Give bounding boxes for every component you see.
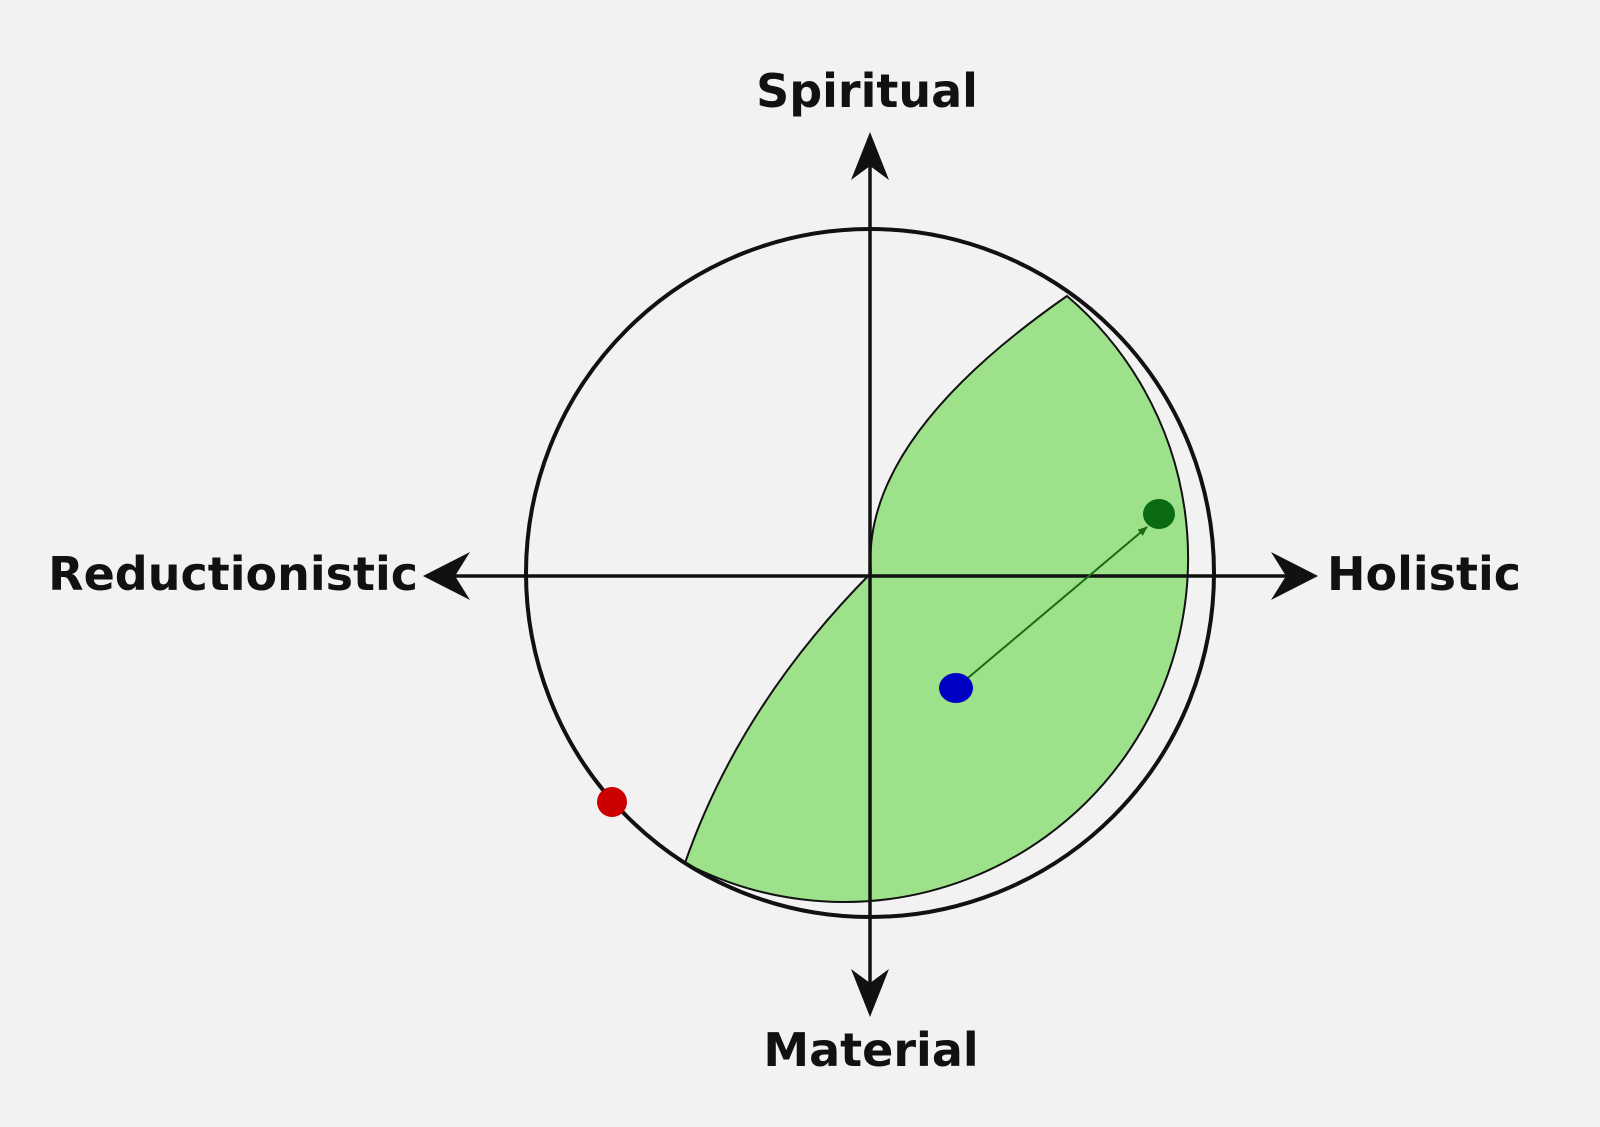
right-arrowhead (1271, 552, 1318, 600)
green-region (683, 294, 1190, 903)
axis-label-reductionistic: Reductionistic (48, 547, 418, 601)
red-dot (597, 787, 627, 817)
axis-label-material: Material (763, 1023, 978, 1077)
axis-label-holistic: Holistic (1327, 547, 1521, 601)
axis-label-spiritual: Spiritual (756, 64, 978, 118)
left-arrowhead (423, 552, 470, 600)
movement-arrow (955, 526, 1148, 689)
blue-dot (939, 673, 973, 703)
green-dot (1143, 499, 1175, 529)
bottom-arrowhead (851, 969, 889, 1017)
top-arrowhead (851, 132, 889, 180)
